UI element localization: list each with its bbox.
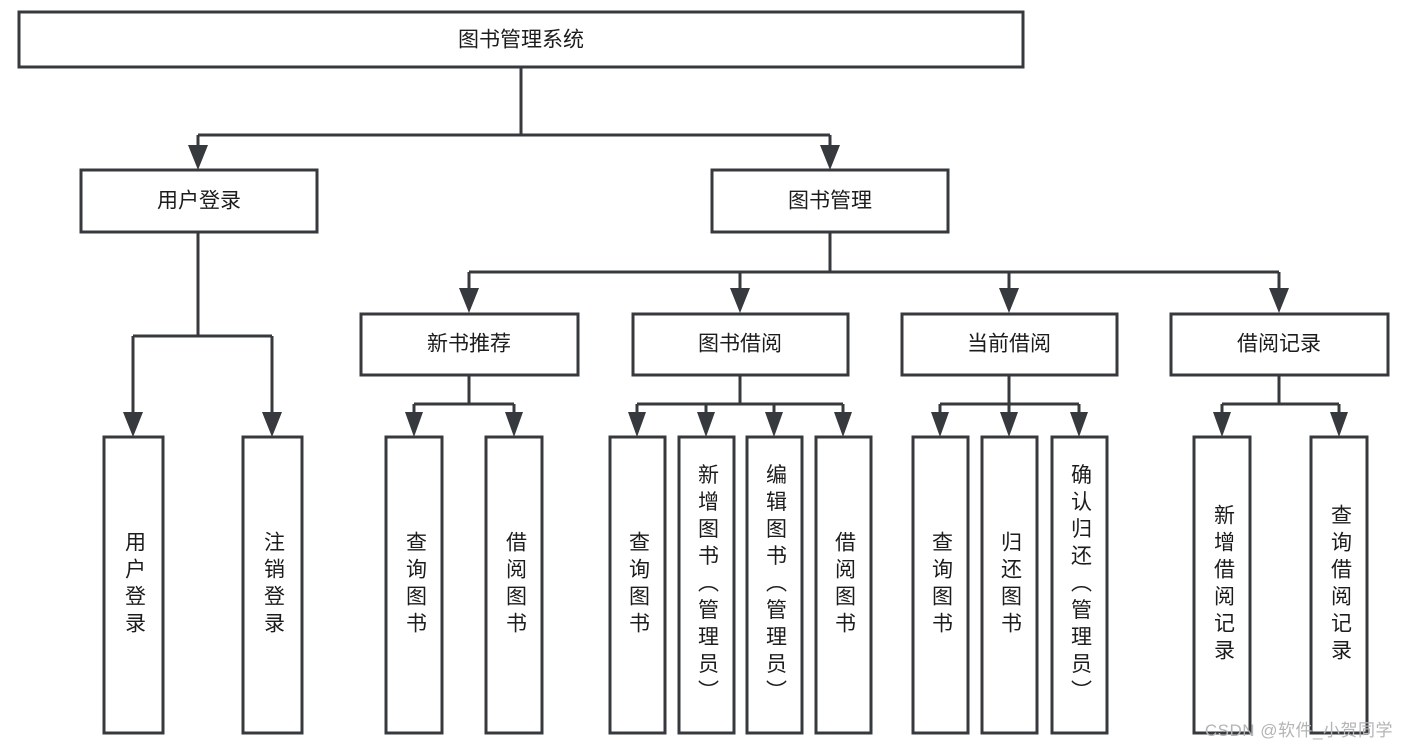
node-leaf-borrow-book-1[interactable]: 借阅图书 <box>484 435 544 735</box>
node-leaf-query-book-1-box[interactable] <box>384 435 444 735</box>
node-leaf-logout-login-label: 注销登录 <box>261 531 285 639</box>
arrow-book-management <box>820 145 840 170</box>
node-current-borrow-box[interactable] <box>900 312 1119 377</box>
node-book-management-box[interactable] <box>710 168 950 234</box>
arrow-leaf-borrow-book-2 <box>834 412 852 437</box>
connector-layer <box>123 67 1348 437</box>
node-leaf-confirm-return-label: 确认归还（管理员） <box>1068 464 1092 707</box>
node-leaf-edit-book-label: 编辑图书（管理员） <box>763 464 787 707</box>
node-leaf-confirm-return[interactable]: 确认归还（管理员） <box>1050 435 1109 735</box>
node-book-borrow-box[interactable] <box>631 312 850 377</box>
node-leaf-borrow-book-1-box[interactable] <box>484 435 544 735</box>
arrow-new-book-recommend <box>459 288 479 313</box>
node-leaf-borrow-book-1-label: 借阅图书 <box>503 531 527 639</box>
node-leaf-edit-book[interactable]: 编辑图书（管理员） <box>745 435 804 735</box>
node-leaf-add-book-box[interactable] <box>677 435 736 735</box>
arrow-leaf-query-record <box>1330 412 1348 437</box>
node-new-book-recommend-box[interactable] <box>359 312 580 377</box>
node-leaf-add-record-box[interactable] <box>1192 435 1252 735</box>
node-leaf-edit-book-box[interactable] <box>745 435 804 735</box>
arrow-leaf-user-login <box>123 412 143 437</box>
node-leaf-return-book-box[interactable] <box>980 435 1039 735</box>
node-root[interactable]: 图书管理系统 <box>17 10 1025 69</box>
node-leaf-logout-login-box[interactable] <box>241 435 304 735</box>
node-leaf-return-book[interactable]: 归还图书 <box>980 435 1039 735</box>
node-leaf-query-book-2-label: 查询图书 <box>626 531 650 639</box>
node-leaf-logout-login[interactable]: 注销登录 <box>241 435 304 735</box>
node-borrow-record-box[interactable] <box>1169 312 1390 377</box>
node-borrow-record[interactable]: 借阅记录 <box>1169 312 1390 377</box>
node-user-login[interactable]: 用户登录 <box>79 168 319 234</box>
arrow-leaf-logout-login <box>262 412 282 437</box>
arrow-leaf-add-book <box>697 412 715 437</box>
arrow-current-borrow <box>999 288 1019 313</box>
node-leaf-borrow-book-2-box[interactable] <box>814 435 873 735</box>
node-leaf-add-record-label: 新增借阅记录 <box>1211 504 1235 666</box>
node-leaf-user-login[interactable]: 用户登录 <box>102 435 165 735</box>
node-borrow-record-label: 借阅记录 <box>1237 333 1321 356</box>
node-leaf-query-book-3-box[interactable] <box>911 435 970 735</box>
arrow-leaf-return-book <box>1000 412 1018 437</box>
arrow-leaf-query-book-2 <box>628 412 646 437</box>
node-leaf-query-record-label: 查询借阅记录 <box>1328 504 1352 666</box>
node-user-login-label: 用户登录 <box>157 190 241 213</box>
node-current-borrow-label: 当前借阅 <box>967 333 1051 356</box>
node-book-borrow-label: 图书借阅 <box>698 333 782 356</box>
arrow-user-login <box>188 145 208 170</box>
node-leaf-query-book-3[interactable]: 查询图书 <box>911 435 970 735</box>
node-leaf-query-book-1-label: 查询图书 <box>403 531 427 639</box>
node-book-management-label: 图书管理 <box>788 190 872 213</box>
node-leaf-user-login-box[interactable] <box>102 435 165 735</box>
node-leaf-confirm-return-box[interactable] <box>1050 435 1109 735</box>
node-leaf-query-book-3-label: 查询图书 <box>929 531 953 639</box>
node-leaf-return-book-label: 归还图书 <box>998 531 1022 639</box>
node-leaf-add-book-label: 新增图书（管理员） <box>695 464 719 707</box>
node-leaf-query-book-1[interactable]: 查询图书 <box>384 435 444 735</box>
arrow-leaf-query-book-1 <box>405 412 423 437</box>
node-root-box[interactable] <box>17 10 1025 69</box>
node-leaf-add-record[interactable]: 新增借阅记录 <box>1192 435 1252 735</box>
node-user-login-box[interactable] <box>79 168 319 234</box>
node-leaf-borrow-book-2-label: 借阅图书 <box>832 531 856 639</box>
node-leaf-query-book-2[interactable]: 查询图书 <box>608 435 667 735</box>
node-leaf-borrow-book-2[interactable]: 借阅图书 <box>814 435 873 735</box>
node-leaf-query-record-box[interactable] <box>1309 435 1369 735</box>
node-book-borrow[interactable]: 图书借阅 <box>631 312 850 377</box>
node-new-book-recommend[interactable]: 新书推荐 <box>359 312 580 377</box>
node-root-label: 图书管理系统 <box>458 29 584 52</box>
node-current-borrow[interactable]: 当前借阅 <box>900 312 1119 377</box>
arrow-leaf-query-book-3 <box>931 412 949 437</box>
node-leaf-query-book-2-box[interactable] <box>608 435 667 735</box>
node-new-book-recommend-label: 新书推荐 <box>427 333 511 356</box>
node-book-management[interactable]: 图书管理 <box>710 168 950 234</box>
arrow-leaf-borrow-book-1 <box>505 412 523 437</box>
node-leaf-user-login-label: 用户登录 <box>122 531 146 639</box>
arrow-leaf-add-record <box>1213 412 1231 437</box>
node-leaf-add-book[interactable]: 新增图书（管理员） <box>677 435 736 735</box>
arrow-leaf-confirm-return <box>1070 412 1088 437</box>
node-leaf-query-record[interactable]: 查询借阅记录 <box>1309 435 1369 735</box>
arrow-leaf-edit-book <box>765 412 783 437</box>
arrow-borrow-record <box>1269 288 1289 313</box>
arrow-book-borrow <box>730 288 750 313</box>
